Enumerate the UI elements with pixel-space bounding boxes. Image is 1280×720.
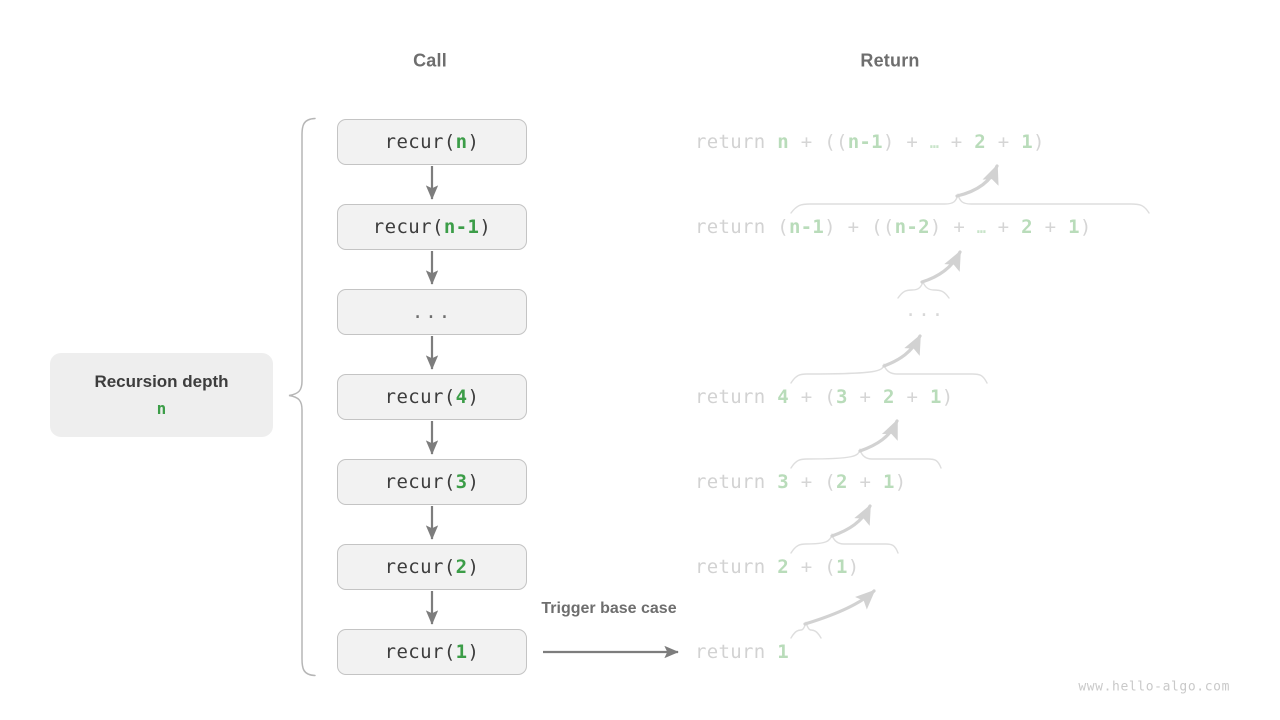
column-header-call: Call [413, 50, 447, 71]
return-row-dots: ... [904, 299, 946, 321]
return-token: n-1 [847, 131, 883, 153]
recursion-depth-title: Recursion depth [94, 372, 229, 391]
return-brace-7 [790, 621, 822, 639]
return-row-6: return 2 + (1) [695, 556, 860, 578]
return-token: 1 [882, 471, 895, 493]
column-header-return: Return [860, 50, 920, 71]
return-arrow-2to1 [955, 164, 999, 198]
return-token: 1 [1068, 216, 1080, 238]
return-token: 1 [929, 386, 942, 408]
return-brace-4 [790, 362, 988, 384]
return-token: n [777, 131, 789, 153]
return-token: 2 [974, 131, 986, 153]
return-arrow-5to4 [858, 419, 899, 453]
call-box-dots: ... [337, 289, 527, 335]
call-box-1: recur(1) [337, 629, 527, 675]
return-keyword: return [695, 556, 778, 578]
return-brace-6 [790, 532, 899, 554]
return-arrow-6to5 [830, 504, 872, 538]
recursion-depth-label: Recursion depth n [50, 353, 273, 437]
return-token: 2 [1021, 216, 1033, 238]
call-argument: 1 [455, 641, 468, 663]
call-box-4: recur(4) [337, 374, 527, 420]
return-row-1: return n + ((n-1) + … + 2 + 1) [695, 131, 1045, 153]
call-argument: n [455, 131, 468, 153]
return-token: n-2 [894, 216, 930, 238]
call-box-2: recur(2) [337, 544, 527, 590]
recursion-depth-brace [288, 117, 316, 677]
return-keyword: return [695, 216, 778, 238]
watermark: www.hello-algo.com [1078, 679, 1230, 695]
return-row-4: return 4 + (3 + 2 + 1) [695, 386, 954, 408]
return-arrow-mid2 [920, 250, 962, 284]
return-arrow-4mid [882, 334, 922, 368]
trigger-base-case-label: Trigger base case [541, 600, 677, 617]
return-arrow-7to6 [803, 589, 876, 626]
return-token: 2 [882, 386, 895, 408]
return-brace-2 [790, 192, 1150, 214]
return-keyword: return [695, 386, 778, 408]
return-token: 1 [777, 641, 789, 663]
return-token: 2 [777, 556, 789, 578]
return-token: n-1 [788, 216, 825, 238]
call-argument: 4 [455, 386, 468, 408]
return-row-5: return 3 + (2 + 1) [695, 471, 907, 493]
return-token: 4 [777, 386, 789, 408]
return-token: 3 [777, 471, 789, 493]
return-ellipsis: … [929, 134, 939, 152]
return-token: 3 [835, 386, 848, 408]
return-row-2: return (n-1) + ((n-2) + … + 2 + 1) [695, 216, 1092, 238]
return-keyword: return [695, 131, 778, 153]
return-token: 2 [835, 471, 848, 493]
return-brace-mid [897, 280, 950, 299]
call-box-ellipsis: ... [411, 301, 453, 323]
return-token: 1 [835, 556, 848, 578]
call-argument: 2 [455, 556, 468, 578]
return-token: 1 [1021, 131, 1033, 153]
call-box-n-1: recur(n-1) [337, 204, 527, 250]
return-keyword: return [695, 471, 778, 493]
return-keyword: return [695, 641, 778, 663]
return-row-7: return 1 [695, 641, 789, 663]
recursion-depth-value: n [156, 399, 167, 418]
call-argument: 3 [455, 471, 468, 493]
call-box-3: recur(3) [337, 459, 527, 505]
return-ellipsis: … [976, 219, 986, 237]
call-argument: n-1 [443, 216, 480, 238]
return-brace-5 [790, 447, 942, 469]
call-box-n: recur(n) [337, 119, 527, 165]
